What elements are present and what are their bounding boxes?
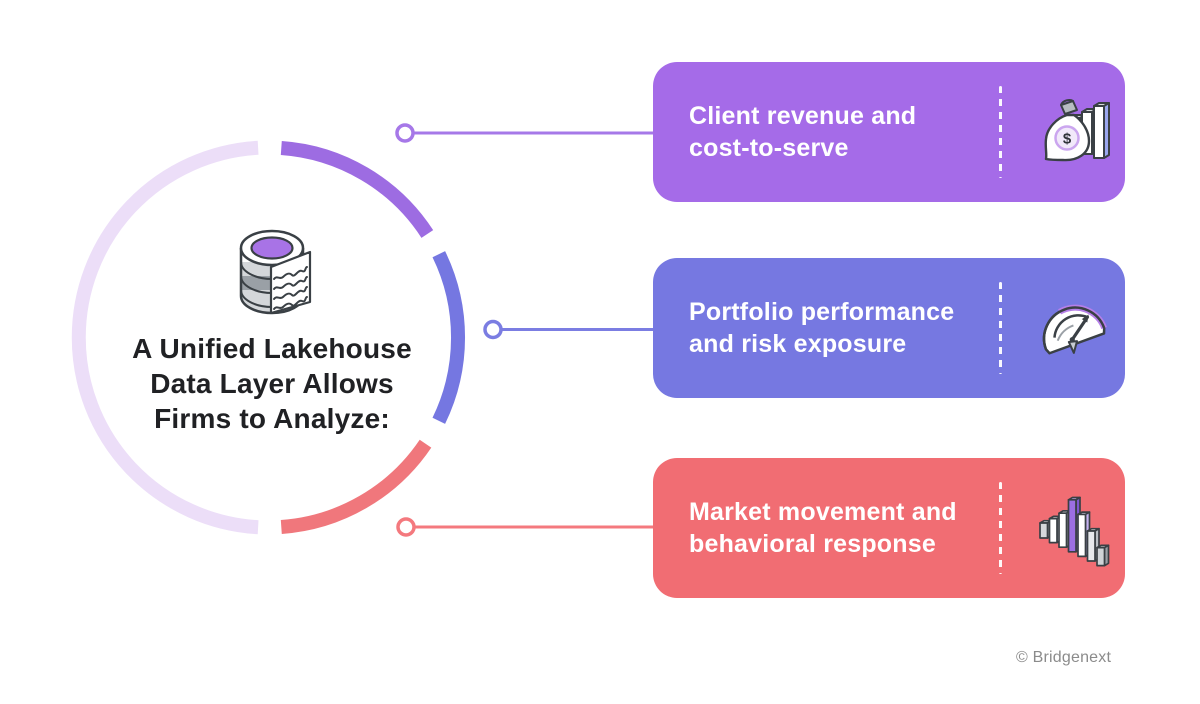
card-market-label: Market movement and behavioral response bbox=[689, 496, 957, 560]
card-divider bbox=[999, 282, 1002, 374]
center-title-line-2: Data Layer Allows bbox=[150, 368, 394, 399]
card-portfolio: Portfolio performance and risk exposure bbox=[653, 258, 1125, 398]
card-client-revenue-label: Client revenue and cost-to-serve bbox=[689, 100, 916, 164]
card-portfolio-line2: and risk exposure bbox=[689, 330, 907, 358]
center-title: A Unified Lakehouse Data Layer Allows Fi… bbox=[102, 331, 442, 436]
card-market: Market movement and behavioral response bbox=[653, 458, 1125, 598]
ring-arc-purple bbox=[280, 141, 434, 238]
database-layers-icon bbox=[229, 221, 315, 322]
isometric-histogram-icon bbox=[1025, 482, 1125, 574]
card-portfolio-line1: Portfolio performance bbox=[689, 298, 955, 326]
card-client-revenue-line2: cost-to-serve bbox=[689, 134, 849, 162]
speedometer-icon bbox=[1025, 293, 1125, 363]
copyright-text: © Bridgenext bbox=[1016, 649, 1112, 666]
center-title-line-3: Firms to Analyze: bbox=[154, 403, 390, 434]
svg-text:$: $ bbox=[1063, 131, 1072, 148]
card-client-revenue: Client revenue and cost-to-serve $ bbox=[653, 62, 1125, 202]
card-divider bbox=[999, 482, 1002, 574]
card-market-line2: behavioral response bbox=[689, 530, 936, 558]
card-portfolio-label: Portfolio performance and risk exposure bbox=[689, 296, 954, 360]
connector-dot-portfolio bbox=[483, 319, 503, 340]
card-client-revenue-line1: Client revenue and bbox=[689, 102, 917, 130]
card-divider bbox=[999, 86, 1002, 178]
card-market-line1: Market movement and bbox=[689, 498, 957, 526]
ring-arc-lavender bbox=[71, 140, 259, 535]
ring-arc-indigo bbox=[432, 251, 466, 424]
money-bag-chart-icon: $ bbox=[1025, 98, 1125, 166]
connector-dot-market bbox=[396, 517, 416, 537]
center-title-line-1: A Unified Lakehouse bbox=[132, 333, 412, 364]
ring-arc-coral bbox=[280, 439, 432, 534]
connector-dot-client-revenue bbox=[395, 123, 415, 143]
